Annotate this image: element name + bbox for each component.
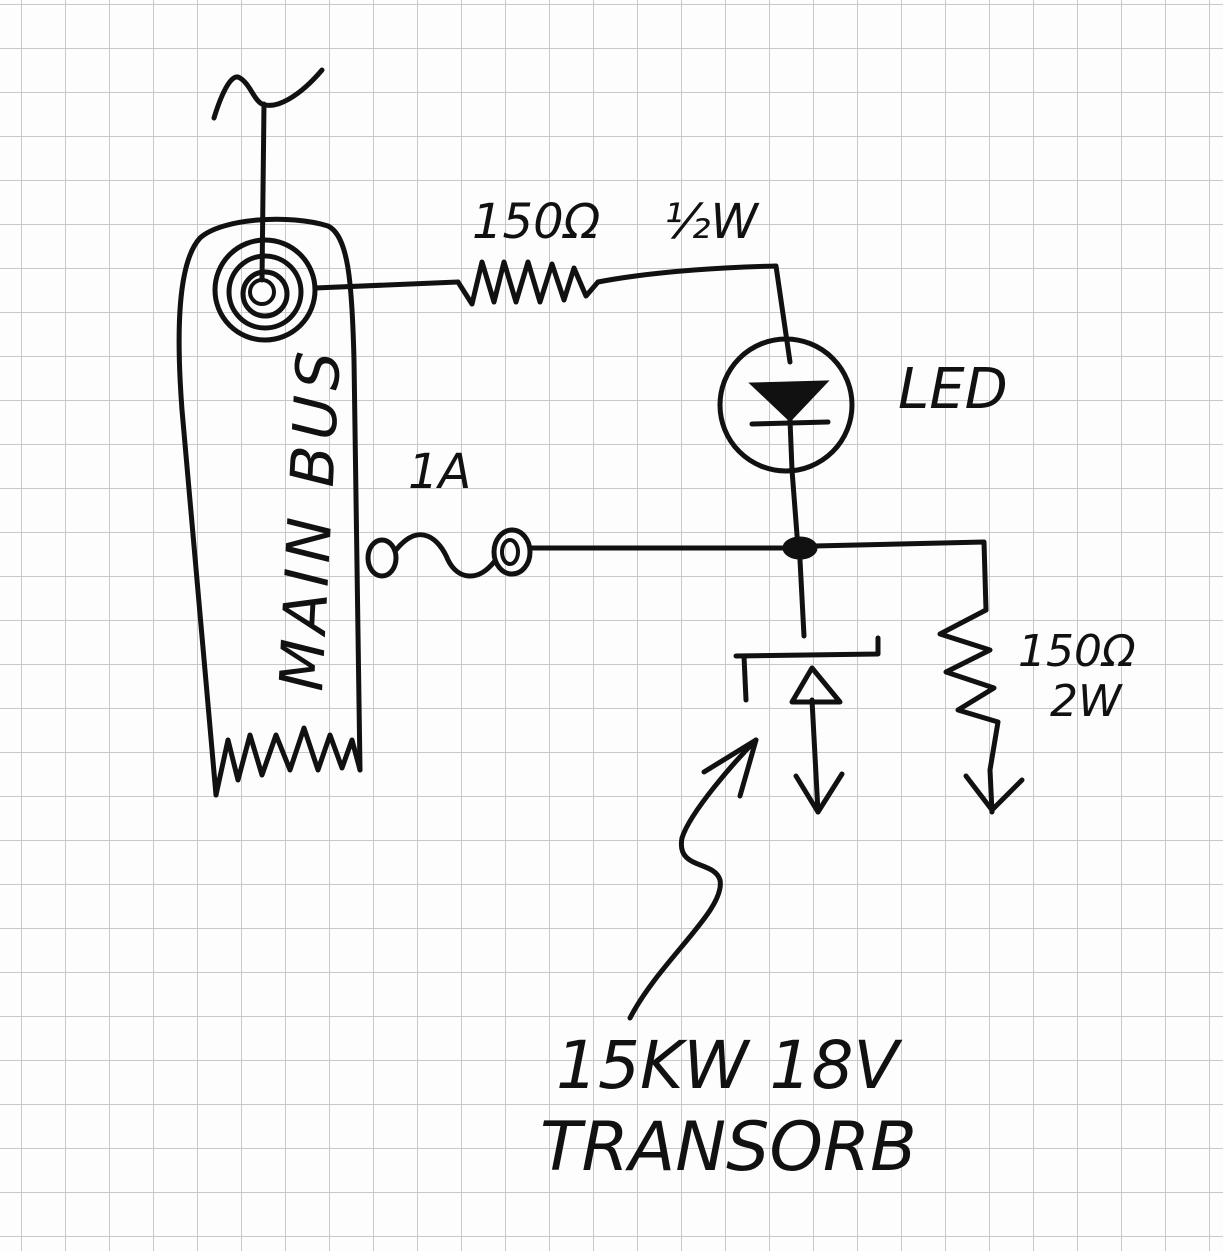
incoming-wire [211, 67, 325, 283]
junction-node [782, 536, 818, 560]
main-bus-bar [176, 216, 363, 798]
pointer-arrow [627, 737, 759, 1021]
label-main-bus: MAIN BUS [267, 344, 355, 693]
wire-resistor-to-led [595, 263, 793, 365]
label-led: LED [898, 357, 1008, 422]
wire-led-to-junction [789, 467, 801, 551]
resistor-right [937, 607, 1001, 773]
ground-arrow-right [963, 767, 1025, 815]
label-resistor-right-value: 150Ω [1018, 626, 1136, 677]
transorb-symbol [733, 557, 881, 815]
label-fuse-rating: 1A [408, 444, 471, 500]
bus-stud [212, 237, 318, 343]
label-resistor-top-power: ½W [664, 194, 760, 250]
led-symbol [717, 336, 855, 474]
wire-junction-to-right-resistor [811, 539, 989, 613]
label-resistor-top-value: 150Ω [472, 194, 601, 250]
label-resistor-right-power: 2W [1050, 676, 1123, 727]
resistor-top [455, 259, 601, 307]
label-transorb-name: TRANSORB [540, 1108, 917, 1187]
label-transorb-spec: 15KW 18V [556, 1027, 902, 1104]
fuse-symbol [365, 527, 533, 579]
wire-stud-to-resistor [312, 279, 461, 291]
